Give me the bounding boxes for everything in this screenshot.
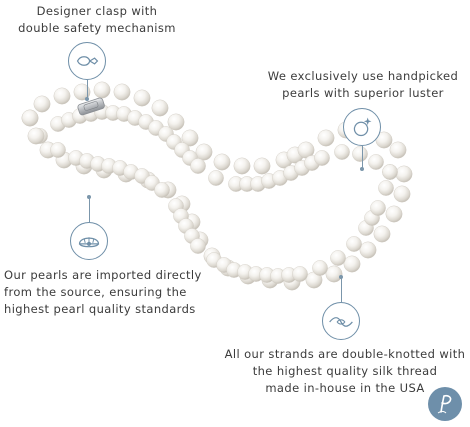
clasp-leader-dot <box>85 97 89 101</box>
knotted-leader-line <box>341 278 342 302</box>
luster-caption-line-1: We exclusively use handpicked <box>267 69 459 83</box>
pearl <box>213 153 231 171</box>
pearl <box>151 99 169 117</box>
pearl <box>53 87 71 105</box>
pearl <box>181 129 199 147</box>
clasp-leader-line <box>87 80 88 98</box>
pearl <box>190 158 206 174</box>
pearl <box>378 180 394 196</box>
pearl <box>346 236 362 252</box>
luster-caption-line-2: pearls with superior luster <box>282 86 444 100</box>
pearl <box>393 185 411 203</box>
source-caption-line-2: from the source, ensuring the <box>4 285 187 299</box>
pearl <box>370 200 386 216</box>
pearl <box>233 157 251 175</box>
source-caption: Our pearls are imported directly from th… <box>4 267 204 318</box>
clasp-caption-line-1: Designer clasp with <box>36 4 158 18</box>
pearl <box>21 109 39 127</box>
clasp-caption: Designer clasp with double safety mechan… <box>12 3 182 37</box>
pearl <box>208 170 224 186</box>
knotted-caption-line-2: the highest quality silk thread <box>252 364 438 378</box>
pearl <box>133 89 151 107</box>
source-caption-line-1: Our pearls are imported directly <box>4 268 202 282</box>
pearl <box>359 241 377 259</box>
pearl <box>113 83 131 101</box>
clasp-caption-line-2: double safety mechanism <box>18 21 176 35</box>
pearl <box>73 83 91 101</box>
knotted-thread-icon <box>322 302 360 340</box>
knotted-caption-line-3: made in-house in the USA <box>265 381 425 395</box>
pearl <box>395 165 413 183</box>
pearl <box>334 144 350 160</box>
script-p-logo-icon <box>428 387 462 421</box>
pearl <box>292 266 308 282</box>
knotted-leader-dot <box>339 275 343 279</box>
pearl <box>195 143 213 161</box>
pearl <box>33 95 51 113</box>
luster-caption: We exclusively use handpicked pearls wit… <box>258 68 468 102</box>
pearl <box>325 265 343 283</box>
sparkling-pearl-icon <box>343 108 381 146</box>
pearl <box>50 142 66 158</box>
clasp-image <box>77 97 105 116</box>
luster-leader-dot <box>360 167 364 171</box>
pearl <box>352 146 368 162</box>
source-caption-line-3: highest pearl quality standards <box>4 302 196 316</box>
clasp-icon <box>68 42 106 80</box>
knotted-caption-line-1: All our strands are double-knotted with <box>224 347 466 361</box>
pearl <box>314 150 330 166</box>
pearl <box>253 157 271 175</box>
pearl <box>27 127 45 145</box>
source-leader-line <box>89 198 90 222</box>
source-leader-dot <box>87 195 91 199</box>
pearl <box>368 154 384 170</box>
pearl <box>312 260 328 276</box>
oyster-shell-icon <box>70 222 108 260</box>
pearl <box>330 250 346 266</box>
knotted-caption: All our strands are double-knotted with … <box>222 346 468 397</box>
pearl <box>385 205 403 223</box>
pearl <box>389 141 407 159</box>
pearl <box>343 255 361 273</box>
pearl <box>190 238 206 254</box>
pearl <box>93 81 111 99</box>
pearl <box>382 164 398 180</box>
pearl <box>317 129 335 147</box>
luster-leader-line <box>362 146 363 168</box>
pearl <box>154 182 170 198</box>
pearl <box>373 225 391 243</box>
pearl <box>167 113 185 131</box>
